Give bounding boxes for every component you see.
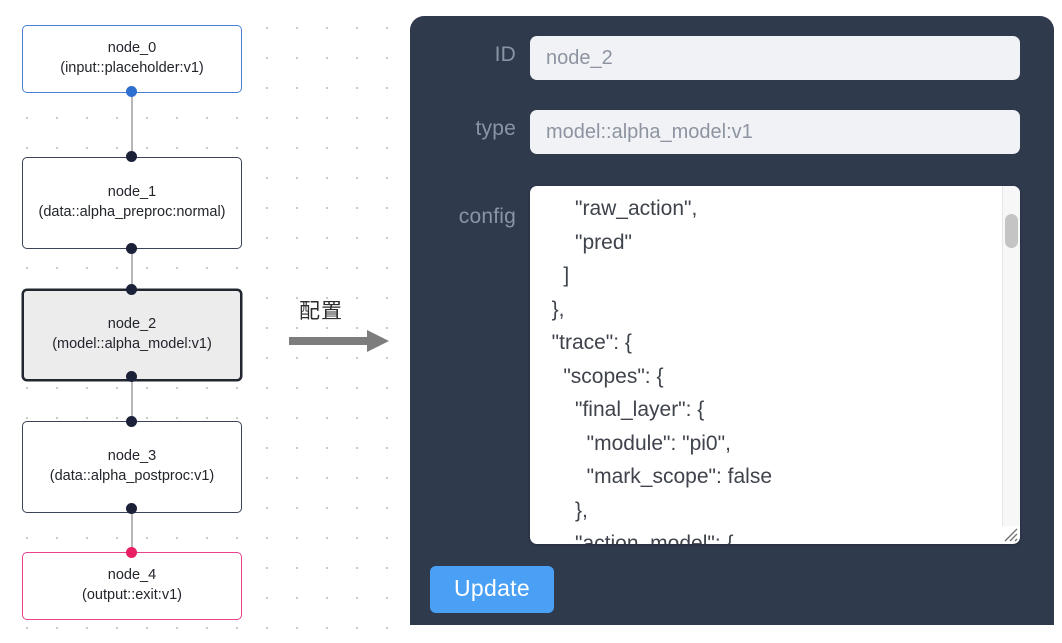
type-field-row: type <box>430 110 1020 154</box>
graph-node-node_4[interactable]: node_4 (output::exit:v1) <box>22 552 242 620</box>
update-button[interactable]: Update <box>430 566 554 613</box>
graph-node-subtitle: (model::alpha_model:v1) <box>52 336 212 352</box>
edge-node3-node4 <box>131 508 133 552</box>
graph-node-title: node_3 <box>107 448 157 465</box>
config-textarea-scroll-thumb[interactable] <box>1005 214 1018 248</box>
graph-node-subtitle: (output::exit:v1) <box>82 587 182 603</box>
node-config-panel: ID type config "raw_action", "pred" ] },… <box>410 16 1054 625</box>
graph-node-subtitle: (input::placeholder:v1) <box>60 60 204 76</box>
graph-node-node_3[interactable]: node_3 (data::alpha_postproc:v1) <box>22 421 242 513</box>
port-dot-node_3-in[interactable] <box>126 416 137 427</box>
graph-node-node_0[interactable]: node_0 (input::placeholder:v1) <box>22 25 242 93</box>
graph-node-subtitle: (data::alpha_postproc:v1) <box>49 468 215 484</box>
type-field-label: type <box>475 117 516 140</box>
id-field-label: ID <box>494 43 516 66</box>
graph-node-title: node_4 <box>107 567 157 584</box>
edge-node1-node2 <box>131 248 133 294</box>
graph-node-subtitle: (data::alpha_preproc:normal) <box>38 204 226 220</box>
id-field-row: ID <box>430 36 1020 80</box>
config-textarea[interactable]: "raw_action", "pred" ] }, "trace": { "sc… <box>530 186 1020 544</box>
graph-node-node_2[interactable]: node_2 (model::alpha_model:v1) <box>22 289 242 381</box>
transform-arrow: 配置 <box>285 295 397 355</box>
graph-node-title: node_2 <box>107 316 157 333</box>
config-field-label: config <box>458 205 516 228</box>
config-textarea-wrapper: "raw_action", "pred" ] }, "trace": { "sc… <box>530 186 1020 544</box>
id-input[interactable] <box>530 36 1020 80</box>
port-dot-node_2-in[interactable] <box>126 284 137 295</box>
resize-handle-icon[interactable] <box>1001 525 1019 543</box>
edge-node0-node1 <box>131 92 133 162</box>
port-dot-node_1-out[interactable] <box>126 243 137 254</box>
transform-arrow-label: 配置 <box>299 299 343 323</box>
port-dot-node_1-in[interactable] <box>126 151 137 162</box>
port-dot-node_3-out[interactable] <box>126 503 137 514</box>
node-graph-canvas[interactable]: node_0 (input::placeholder:v1) node_1 (d… <box>0 0 400 643</box>
port-dot-node_4-in[interactable] <box>126 547 137 558</box>
config-textarea-scrollbar[interactable] <box>1002 186 1020 526</box>
graph-node-title: node_0 <box>107 40 157 57</box>
graph-node-title: node_1 <box>107 184 157 201</box>
right-arrow-icon <box>289 330 389 352</box>
port-dot-node_0-out[interactable] <box>126 86 137 97</box>
graph-node-node_1[interactable]: node_1 (data::alpha_preproc:normal) <box>22 157 242 249</box>
config-field-row: config "raw_action", "pred" ] }, "trace"… <box>430 186 1020 544</box>
port-dot-node_2-out[interactable] <box>126 371 137 382</box>
type-input[interactable] <box>530 110 1020 154</box>
edge-node2-node3 <box>131 375 133 421</box>
